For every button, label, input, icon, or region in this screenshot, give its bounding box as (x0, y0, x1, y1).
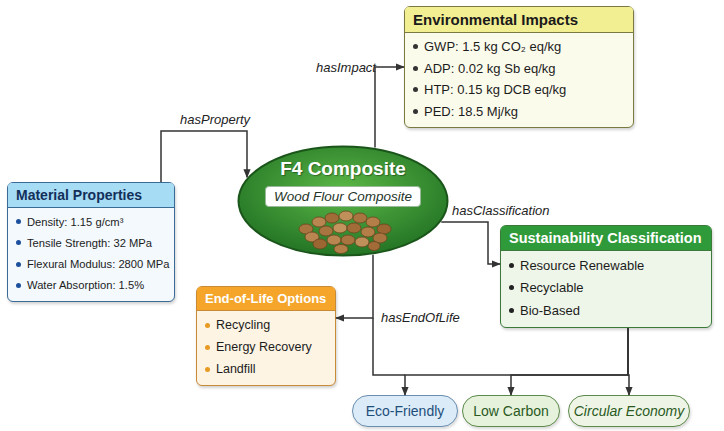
box-body: GWP: 1.5 kg CO₂ eq/kgADP: 0.02 kg Sb eq/… (405, 33, 633, 127)
impact-box: Environmental ImpactsGWP: 1.5 kg CO₂ eq/… (404, 6, 634, 128)
pellet (334, 245, 348, 254)
property-box: Material PropertiesDensity: 1.15 g/cm³ Te… (7, 182, 175, 302)
bullet-row: Recyclable (509, 280, 707, 295)
benefit-pill: Low Carbon (462, 395, 560, 427)
bullet-row: Bio-Based (509, 303, 707, 318)
connector-arrow (511, 328, 628, 395)
pellet (325, 213, 339, 223)
pellet (373, 233, 387, 243)
pellet (312, 217, 326, 227)
bullet-dot (16, 283, 21, 288)
bullet-text: Water Absorption: 1.5% (27, 279, 144, 291)
node-title: F4 Composite (237, 158, 449, 180)
benefit-pill: Circular Economy (568, 395, 690, 427)
connector-arrow (628, 328, 629, 395)
bus-line (373, 318, 405, 375)
pellet (341, 235, 355, 245)
bullet-text: Flexural Modulus: 2800 MPa (27, 258, 169, 270)
connector-arrow (336, 255, 373, 318)
bullet-row: Density: 1.15 g/cm³ (16, 216, 170, 228)
bullet-text: ADP: 0.02 kg Sb eq/kg (424, 61, 556, 76)
pellet (319, 226, 333, 236)
bullet-text: Resource Renewable (520, 258, 644, 273)
bullet-dot (16, 219, 21, 224)
node-subtitle: Wood Flour Composite (265, 186, 421, 207)
bullet-dot (509, 263, 514, 268)
bullet-text: GWP: 1.5 kg CO₂ eq/kg (424, 39, 561, 54)
bullet-text: Density: 1.15 g/cm³ (27, 216, 123, 228)
bullet-row: ADP: 0.02 kg Sb eq/kg (413, 61, 629, 76)
pellet (305, 232, 319, 242)
relation-label: hasImpact (316, 60, 376, 75)
pellet (299, 224, 313, 234)
box-body: Density: 1.15 g/cm³ Tensile Strength: 32 … (8, 208, 174, 301)
connector-arrow (405, 328, 628, 395)
pellet (366, 217, 380, 227)
pellet (368, 242, 380, 251)
pellet (377, 224, 391, 234)
bullet-row: Tensile Strength: 32 MPa (16, 237, 170, 249)
bullet-text: PED: 18.5 Mj/kg (424, 104, 518, 119)
bullet-text: Recyclable (520, 280, 584, 295)
composite-ellipse: F4 CompositeWood Flour Composite (237, 145, 449, 257)
bullet-row: Water Absorption: 1.5% (16, 279, 170, 291)
bullet-row: GWP: 1.5 kg CO₂ eq/kg (413, 39, 629, 54)
bullet-row: HTP: 0.15 kg DCB eq/kg (413, 82, 629, 97)
pellet (327, 235, 341, 245)
bullet-row: Flexural Modulus: 2800 MPa (16, 258, 170, 270)
bullet-text: Energy Recovery (216, 340, 312, 354)
pellet (353, 213, 367, 223)
bullet-text: Recycling (216, 318, 270, 332)
pill-text: Circular Economy (574, 403, 684, 419)
pellet (347, 223, 361, 233)
pellet-pile (299, 211, 391, 254)
bullet-row: PED: 18.5 Mj/kg (413, 104, 629, 119)
bullet-dot (205, 323, 210, 328)
bullet-dot (205, 367, 210, 372)
relation-label: hasProperty (180, 112, 250, 127)
pill-text: Low Carbon (473, 403, 549, 419)
box-heading: Material Properties (8, 183, 174, 208)
box-heading: End-of-Life Options (197, 287, 335, 311)
connector-arrow (161, 131, 247, 182)
bullet-dot (509, 285, 514, 290)
box-body: Resource RenewableRecyclableBio-Based (501, 251, 711, 327)
bullet-dot (509, 308, 514, 313)
pellet (333, 223, 347, 233)
bullet-text: Tensile Strength: 32 MPa (27, 237, 152, 249)
benefit-pill: Eco-Friendly (352, 395, 458, 427)
pellet (355, 237, 369, 247)
pill-text: Eco-Friendly (366, 403, 445, 419)
bullet-dot (205, 345, 210, 350)
bullet-dot (16, 240, 21, 245)
connector-arrow (375, 67, 404, 148)
relation-label: hasClassification (452, 203, 550, 218)
bullet-row: Energy Recovery (205, 340, 331, 354)
pellet (313, 239, 327, 249)
pellet (339, 211, 353, 221)
pellet (361, 227, 375, 237)
box-heading: Environmental Impacts (405, 7, 633, 33)
bullet-dot (413, 44, 418, 49)
bullet-dot (413, 87, 418, 92)
bullet-dot (413, 109, 418, 114)
bullet-text: Bio-Based (520, 303, 580, 318)
end-of-life-box: End-of-Life OptionsRecyclingEnergy Recov… (196, 286, 336, 386)
bullet-dot (413, 66, 418, 71)
relation-label: hasEndOfLife (381, 310, 460, 325)
bullet-dot (16, 262, 21, 267)
bullet-row: Resource Renewable (509, 258, 707, 273)
connector-arrow (441, 222, 500, 264)
bullet-row: Landfill (205, 362, 331, 376)
box-body: RecyclingEnergy RecoveryLandfill (197, 311, 335, 385)
bullet-text: HTP: 0.15 kg DCB eq/kg (424, 82, 566, 97)
box-heading: Sustainability Classification (501, 226, 711, 251)
bullet-row: Recycling (205, 318, 331, 332)
bullet-text: Landfill (216, 362, 256, 376)
classification-box: Sustainability ClassificationResource Re… (500, 225, 712, 328)
